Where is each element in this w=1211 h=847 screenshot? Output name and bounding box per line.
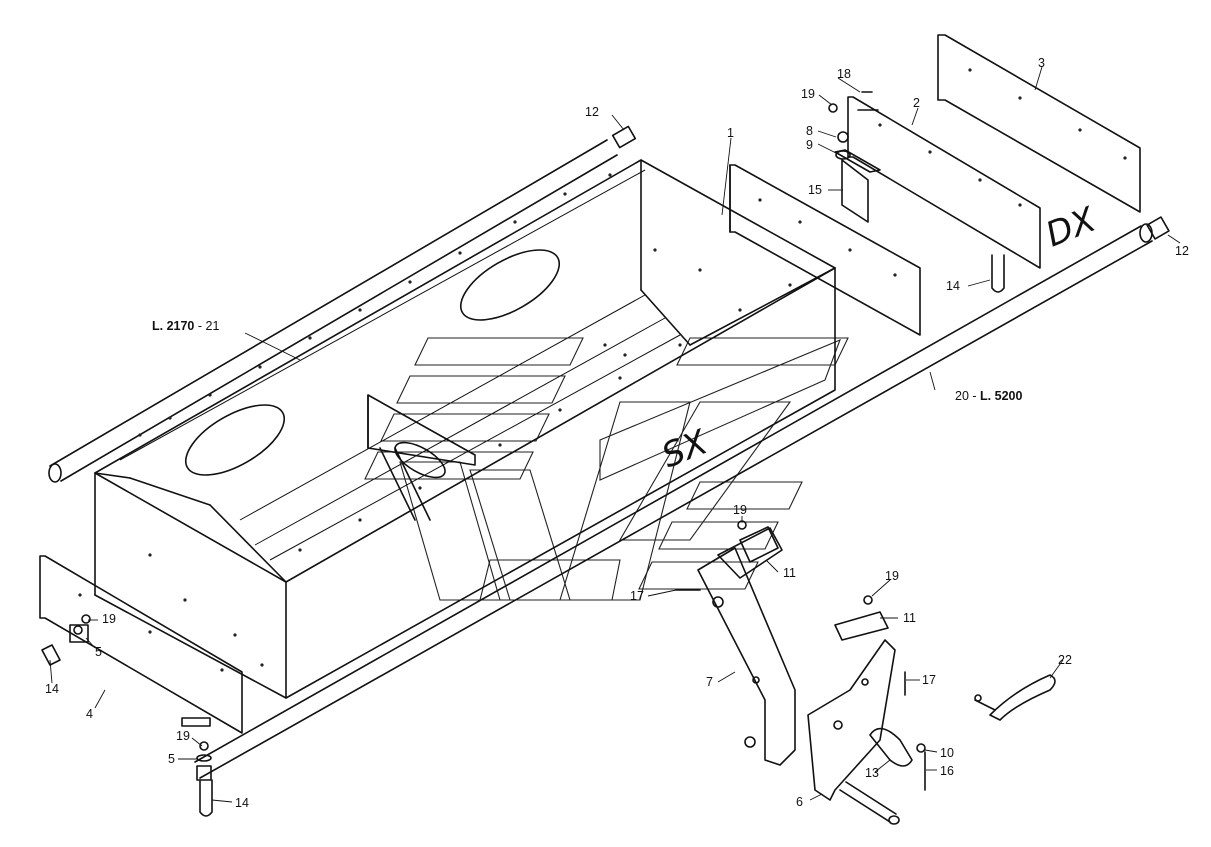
callout-16: 16 [940,764,954,778]
callout-19-bottom: 19 [176,729,190,743]
callout-5-left: 5 [95,645,102,659]
side-mark-right: DX [1040,199,1102,255]
callout-labels: 1 2 3 12 12 18 19 8 9 15 14 19 5 14 4 19… [45,56,1189,810]
watermark-logo [364,337,849,601]
callout-12-right: 12 [1175,244,1189,258]
panel-2 [847,96,1041,269]
side-mark-left: SX [656,422,713,476]
dimension-short-shaft: L. 2170 - 21 [152,319,219,333]
callout-22: 22 [1058,653,1072,667]
end-plate-1 [729,164,921,336]
callout-1: 1 [727,126,734,140]
callout-7: 7 [706,675,713,689]
callout-14-left: 14 [45,682,59,696]
hopper-body [94,159,836,699]
support-bracket-7 [697,526,796,766]
callout-12-top: 12 [585,105,599,119]
callout-19-left: 19 [102,612,116,626]
callout-8: 8 [806,124,813,138]
callout-10: 10 [940,746,954,760]
callout-4: 4 [86,707,93,721]
callout-2: 2 [913,96,920,110]
callout-17-left: 17 [630,589,644,603]
dimension-long-shaft: 20 - L. 5200 [955,389,1022,403]
callout-19-lower: 19 [885,569,899,583]
callout-13: 13 [865,766,879,780]
callout-15: 15 [808,183,822,197]
callout-17-right: 17 [922,673,936,687]
callout-14-bottom: 14 [235,796,249,810]
callout-19-top: 19 [801,87,815,101]
handle-13 [675,520,926,791]
u-bolt-14-right [991,254,1005,293]
callout-3: 3 [1038,56,1045,70]
callout-18: 18 [837,67,851,81]
callout-19-bracket: 19 [733,503,747,517]
leader-lines [49,66,1181,803]
callout-14-right: 14 [946,279,960,293]
panel-3 [937,34,1141,213]
panel-4 [39,555,243,734]
lower-left-fittings [196,741,213,817]
upper-shaft-21 [48,125,637,483]
callout-11-upper: 11 [783,566,796,580]
callout-5-bottom: 5 [168,752,175,766]
callout-11-lower: 11 [903,611,916,625]
lower-shaft-20 [194,216,1170,779]
support-bracket-6 [807,611,900,825]
pin-clip-22 [974,674,1056,721]
callout-9: 9 [806,138,813,152]
callout-6: 6 [796,795,803,809]
